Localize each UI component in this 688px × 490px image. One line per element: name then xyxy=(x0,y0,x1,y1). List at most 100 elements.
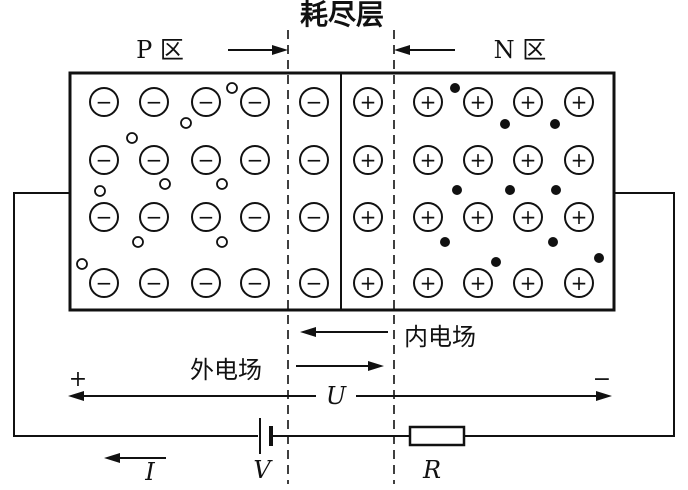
electron xyxy=(548,237,558,247)
negative-ion: − xyxy=(191,268,221,298)
negative-ion: − xyxy=(139,87,169,117)
hole xyxy=(126,132,138,144)
negative-ion: − xyxy=(191,202,221,232)
svg-text:−: − xyxy=(198,271,215,295)
positive-ion: + xyxy=(413,202,443,232)
positive-ion: + xyxy=(513,87,543,117)
hole xyxy=(226,82,238,94)
svg-text:−: − xyxy=(146,205,163,229)
positive-ions: ++++++++++++++++++++ xyxy=(353,87,594,298)
svg-text:+: + xyxy=(470,90,487,114)
svg-text:+: + xyxy=(420,148,437,172)
current-i-label: I xyxy=(144,458,155,486)
electrons xyxy=(440,83,604,267)
electron xyxy=(452,185,462,195)
svg-text:−: − xyxy=(96,90,113,114)
depletion-layer-title: 耗尽层 xyxy=(300,0,384,31)
svg-text:+: + xyxy=(520,148,537,172)
electron xyxy=(440,237,450,247)
electron xyxy=(505,185,515,195)
negative-ion: − xyxy=(191,87,221,117)
electron xyxy=(594,253,604,263)
negative-ion: − xyxy=(89,268,119,298)
electron xyxy=(450,83,460,93)
positive-ion: + xyxy=(564,145,594,175)
hole xyxy=(159,178,171,190)
positive-ion: + xyxy=(353,145,383,175)
svg-text:−: − xyxy=(247,90,264,114)
positive-ion: + xyxy=(413,87,443,117)
source-v-label: V xyxy=(253,456,273,484)
resistor-symbol xyxy=(408,425,466,447)
positive-ion: + xyxy=(353,202,383,232)
negative-ion: − xyxy=(191,145,221,175)
positive-ion: + xyxy=(463,87,493,117)
svg-text:+: + xyxy=(571,205,588,229)
minus-terminal-sign: − xyxy=(593,367,611,392)
battery-symbol xyxy=(259,418,273,454)
electron xyxy=(491,257,501,267)
svg-text:−: − xyxy=(198,90,215,114)
positive-ion: + xyxy=(463,268,493,298)
hole xyxy=(216,236,228,248)
left-circuit-wire xyxy=(13,192,258,437)
negative-ion: − xyxy=(299,87,329,117)
negative-ion: − xyxy=(299,202,329,232)
svg-text:+: + xyxy=(470,205,487,229)
svg-text:−: − xyxy=(146,90,163,114)
svg-text:+: + xyxy=(420,90,437,114)
positive-ion: + xyxy=(564,202,594,232)
svg-text:−: − xyxy=(306,205,323,229)
svg-text:+: + xyxy=(470,271,487,295)
internal-field-label: 内电场 xyxy=(404,323,476,351)
svg-text:−: − xyxy=(146,148,163,172)
plus-terminal-sign: + xyxy=(69,367,87,392)
positive-ion: + xyxy=(513,145,543,175)
positive-ion: + xyxy=(353,268,383,298)
left-boundary-arrow xyxy=(228,45,288,55)
svg-text:+: + xyxy=(470,148,487,172)
hole xyxy=(180,117,192,129)
negative-ion: − xyxy=(240,268,270,298)
holes xyxy=(76,82,238,270)
external-field-label: 外电场 xyxy=(190,356,262,384)
svg-text:+: + xyxy=(571,271,588,295)
svg-text:+: + xyxy=(420,271,437,295)
n-region-label: N 区 xyxy=(494,36,547,64)
right-circuit-wire xyxy=(464,192,675,437)
svg-text:−: − xyxy=(146,271,163,295)
hole xyxy=(94,185,106,197)
voltage-u-arrow xyxy=(68,391,612,401)
positive-ion: + xyxy=(513,202,543,232)
hole xyxy=(216,178,228,190)
svg-text:+: + xyxy=(420,205,437,229)
voltage-u-label: U xyxy=(326,382,347,410)
svg-text:+: + xyxy=(571,90,588,114)
svg-text:+: + xyxy=(360,90,377,114)
negative-ion: − xyxy=(240,87,270,117)
svg-text:+: + xyxy=(520,205,537,229)
svg-text:+: + xyxy=(520,90,537,114)
negative-ion: − xyxy=(139,145,169,175)
positive-ion: + xyxy=(564,268,594,298)
electron xyxy=(550,119,560,129)
svg-text:−: − xyxy=(306,148,323,172)
svg-text:+: + xyxy=(360,148,377,172)
svg-text:−: − xyxy=(198,205,215,229)
negative-ion: − xyxy=(89,145,119,175)
svg-text:−: − xyxy=(198,148,215,172)
p-region-label: P 区 xyxy=(136,36,184,64)
svg-text:−: − xyxy=(306,271,323,295)
svg-text:+: + xyxy=(360,271,377,295)
positive-ion: + xyxy=(413,145,443,175)
negative-ion: − xyxy=(89,87,119,117)
negative-ion: − xyxy=(89,202,119,232)
svg-text:−: − xyxy=(96,205,113,229)
svg-text:−: − xyxy=(306,90,323,114)
positive-ion: + xyxy=(463,202,493,232)
negative-ion: − xyxy=(240,145,270,175)
svg-text:−: − xyxy=(96,148,113,172)
negative-ion: − xyxy=(240,202,270,232)
hole xyxy=(76,258,88,270)
